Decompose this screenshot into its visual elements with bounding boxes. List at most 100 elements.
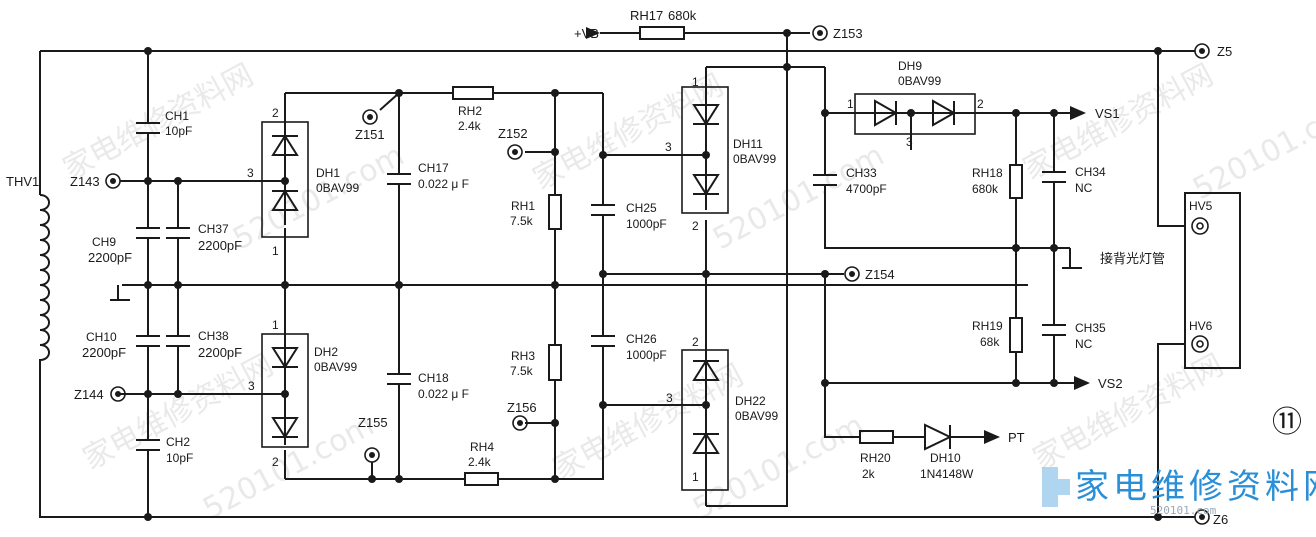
capacitor-symbols — [136, 122, 1066, 451]
ch38-symbol — [166, 335, 190, 347]
dh9-pin-1: 1 — [847, 97, 854, 111]
dh1-name: DH1 — [316, 166, 340, 180]
ch37-name: CH37 — [198, 222, 229, 236]
ch18-name: CH18 — [418, 371, 449, 385]
z154-label: Z154 — [865, 267, 895, 282]
rh19-symbol — [1009, 317, 1023, 353]
ch9-name: CH9 — [92, 235, 116, 249]
hv5-label: HV5 — [1189, 199, 1213, 213]
figure-number: ⑪ — [1272, 405, 1302, 440]
watermark-url-5: 520101.com — [1187, 88, 1316, 207]
diode-dh9 — [854, 93, 976, 135]
diode-dh11 — [680, 86, 729, 214]
pt-label: PT — [1008, 430, 1025, 445]
z156-label: Z156 — [507, 400, 537, 415]
dh11-pin-3: 3 — [665, 140, 672, 154]
rh1-symbol — [548, 194, 562, 230]
dh2-part: 0BAV99 — [314, 360, 357, 374]
ch35-value: NC — [1075, 337, 1093, 351]
ch35-symbol — [1042, 324, 1066, 336]
vs1-label: VS1 — [1095, 106, 1120, 121]
dh1-part: 0BAV99 — [316, 181, 359, 195]
watermark-cn-4: 家电维修资料网 — [547, 358, 749, 487]
rh19-name: RH19 — [972, 319, 1003, 333]
rh4-symbol — [464, 472, 499, 486]
rh18-symbol — [1009, 164, 1023, 199]
dh22-part: 0BAV99 — [735, 409, 778, 423]
watermark: 家电维修资料网 家电维修资料网 家电维修资料网 家电维修资料网 家电维修资料网 … — [57, 58, 1316, 527]
rh4-name: RH4 — [470, 440, 494, 454]
dh9-pin-3: 3 — [906, 135, 913, 149]
ch38-name: CH38 — [198, 329, 229, 343]
rh19-value: 68k — [980, 335, 1000, 349]
diode-dh2 — [261, 333, 309, 448]
test-points — [105, 25, 1210, 525]
watermark-url-1: 520101.com — [197, 408, 380, 527]
dh11-name: DH11 — [733, 137, 763, 151]
z6-label: Z6 — [1213, 512, 1228, 527]
dh1-pin-2: 2 — [272, 106, 279, 120]
ch34-symbol — [1042, 171, 1066, 183]
rh20-name: RH20 — [860, 451, 891, 465]
ch1-value: 10pF — [165, 124, 192, 138]
wires — [39, 32, 1195, 518]
ch2-name: CH2 — [166, 435, 190, 449]
site-logo: 家电维修资料网 520101.com — [1042, 467, 1316, 517]
arrows — [586, 27, 1090, 444]
ch9-value: 2200pF — [88, 250, 132, 265]
ch37-value: 2200pF — [198, 238, 242, 253]
rh18-value: 680k — [972, 182, 999, 196]
ch26-symbol — [591, 335, 615, 347]
vs1-arrow — [1070, 106, 1086, 120]
rh3-name: RH3 — [511, 349, 535, 363]
dh11-pin-1: 1 — [692, 75, 699, 89]
ch34-name: CH34 — [1075, 165, 1106, 179]
logo-url: 520101.com — [1150, 504, 1217, 517]
logo-mark-icon — [1042, 467, 1070, 507]
ch33-value: 4700pF — [846, 182, 887, 196]
ch35-name: CH35 — [1075, 321, 1106, 335]
hv6-label: HV6 — [1189, 319, 1213, 333]
ch25-value: 1000pF — [626, 217, 667, 231]
watermark-url-4: 520101.com — [227, 138, 410, 257]
ch10-name: CH10 — [86, 330, 117, 344]
dh22-pin-2: 2 — [692, 335, 699, 349]
rh20-symbol — [859, 430, 894, 444]
dh22-pin-3: 3 — [666, 391, 673, 405]
dh2-name: DH2 — [314, 345, 338, 359]
ch1-name: CH1 — [165, 109, 189, 123]
watermark-cn-5: 家电维修资料网 — [1017, 58, 1219, 187]
transformer-thv1: THV1 — [6, 174, 50, 368]
vs2-label: VS2 — [1098, 376, 1123, 391]
ch26-name: CH26 — [626, 332, 657, 346]
dh22-name: DH22 — [735, 394, 766, 408]
ch33-symbol — [813, 174, 837, 186]
dh11-part: 0BAV99 — [733, 152, 776, 166]
rh1-value: 7.5k — [510, 214, 534, 228]
dh11-pin-2: 2 — [692, 219, 699, 233]
dh10-part: 1N4148W — [920, 467, 974, 481]
z153-label: Z153 — [833, 26, 863, 41]
dh9-pin-2: 2 — [977, 97, 984, 111]
ch17-symbol — [387, 173, 411, 185]
backlight-label: 接背光灯管 — [1100, 251, 1165, 267]
dh2-pin-2: 2 — [272, 455, 279, 469]
diode-dh22 — [680, 345, 729, 491]
diode-dh10 — [924, 423, 953, 451]
dh1-pin-3: 3 — [247, 166, 254, 180]
junctions — [144, 29, 1162, 521]
ch17-value: 0.022 μ F — [418, 177, 469, 191]
dh2-pin-1: 1 — [272, 318, 279, 332]
ch2-symbol — [136, 439, 160, 451]
ch18-symbol — [387, 373, 411, 385]
dh9-name: DH9 — [898, 59, 922, 73]
ch26-value: 1000pF — [626, 348, 667, 362]
dh9-part: 0BAV99 — [898, 74, 941, 88]
resistor-symbols — [452, 26, 1023, 486]
vb-label: +VB — [574, 26, 599, 41]
rh18-name: RH18 — [972, 166, 1003, 180]
ch10-symbol — [136, 335, 160, 347]
watermark-url-2: 520101.com — [687, 408, 870, 527]
ch2-value: 10pF — [166, 451, 193, 465]
